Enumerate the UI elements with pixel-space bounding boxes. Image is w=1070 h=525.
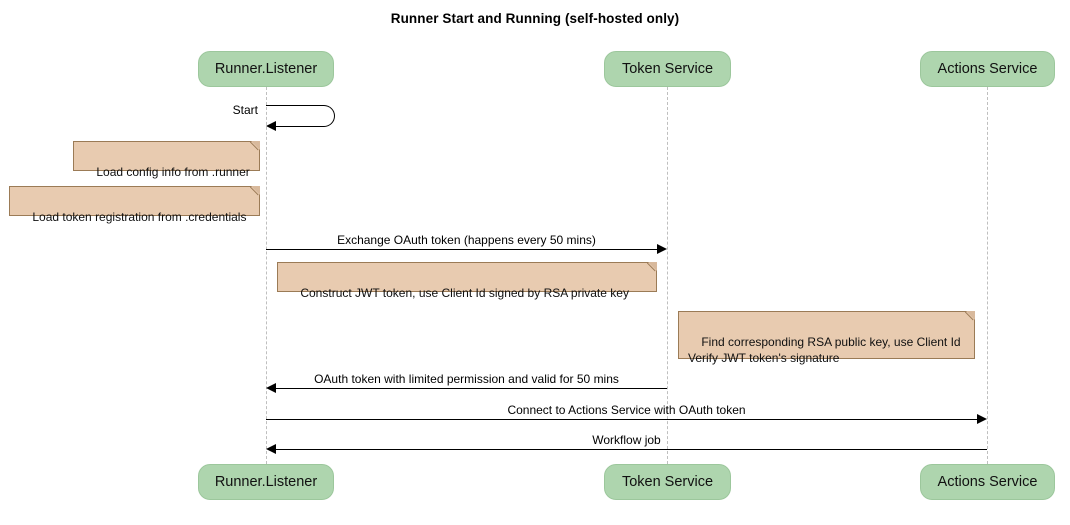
message-connect-actions-service-arrowhead <box>977 414 987 424</box>
message-oauth-token-response-arrowhead <box>266 383 276 393</box>
participant-label: Runner.Listener <box>214 474 318 490</box>
participant-token-bottom[interactable]: Token Service <box>604 464 731 500</box>
note-fold-edge-icon <box>250 141 260 151</box>
note-fold-edge-icon <box>647 262 657 272</box>
message-start-label: Start <box>232 103 258 117</box>
message-exchange-oauth-token-arrowhead <box>657 244 667 254</box>
message-connect-actions-service-line[interactable] <box>266 419 977 420</box>
participant-runner-bottom[interactable]: Runner.Listener <box>198 464 334 500</box>
participant-label: Actions Service <box>937 474 1038 490</box>
message-workflow-job-line[interactable] <box>276 449 987 450</box>
self-loop-arrowhead <box>266 121 276 131</box>
message-exchange-oauth-token-line[interactable] <box>266 249 657 250</box>
message-workflow-job-label: Workflow job <box>592 433 661 447</box>
participant-label: Runner.Listener <box>214 61 318 77</box>
message-oauth-token-response-label: OAuth token with limited permission and … <box>314 372 619 386</box>
note-load-config: Load config info from .runner <box>73 141 260 179</box>
note-load-token-registration: Load token registration from .credential… <box>9 186 260 224</box>
message-start[interactable] <box>266 105 336 131</box>
self-loop-bottom-segment <box>276 126 324 127</box>
participant-actions-bottom[interactable]: Actions Service <box>920 464 1055 500</box>
note-text: Find corresponding RSA public key, use C… <box>688 335 961 365</box>
lifeline-actions <box>987 87 988 464</box>
message-exchange-oauth-token-label: Exchange OAuth token (happens every 50 m… <box>337 233 596 247</box>
note-fold-edge-icon <box>250 186 260 196</box>
note-verify-jwt-signature: Find corresponding RSA public key, use C… <box>678 311 975 365</box>
note-text: Load config info from .runner <box>96 165 250 179</box>
lifeline-token <box>667 87 668 464</box>
note-text: Construct JWT token, use Client Id signe… <box>300 286 629 300</box>
message-oauth-token-response-line[interactable] <box>276 388 667 389</box>
participant-label: Token Service <box>621 474 714 490</box>
participant-label: Actions Service <box>937 61 1038 77</box>
participant-actions-top[interactable]: Actions Service <box>920 51 1055 87</box>
self-loop-top-segment <box>266 105 324 106</box>
participant-label: Token Service <box>621 61 714 77</box>
note-fold-edge-icon <box>965 311 975 321</box>
page-title: Runner Start and Running (self-hosted on… <box>390 11 680 26</box>
participant-runner-top[interactable]: Runner.Listener <box>198 51 334 87</box>
message-workflow-job-arrowhead <box>266 444 276 454</box>
self-loop-right-curve <box>312 105 335 127</box>
lifeline-runner <box>266 87 267 464</box>
note-text: Load token registration from .credential… <box>32 210 247 224</box>
participant-token-top[interactable]: Token Service <box>604 51 731 87</box>
note-construct-jwt-token: Construct JWT token, use Client Id signe… <box>277 262 657 300</box>
message-connect-actions-service-label: Connect to Actions Service with OAuth to… <box>507 403 746 417</box>
